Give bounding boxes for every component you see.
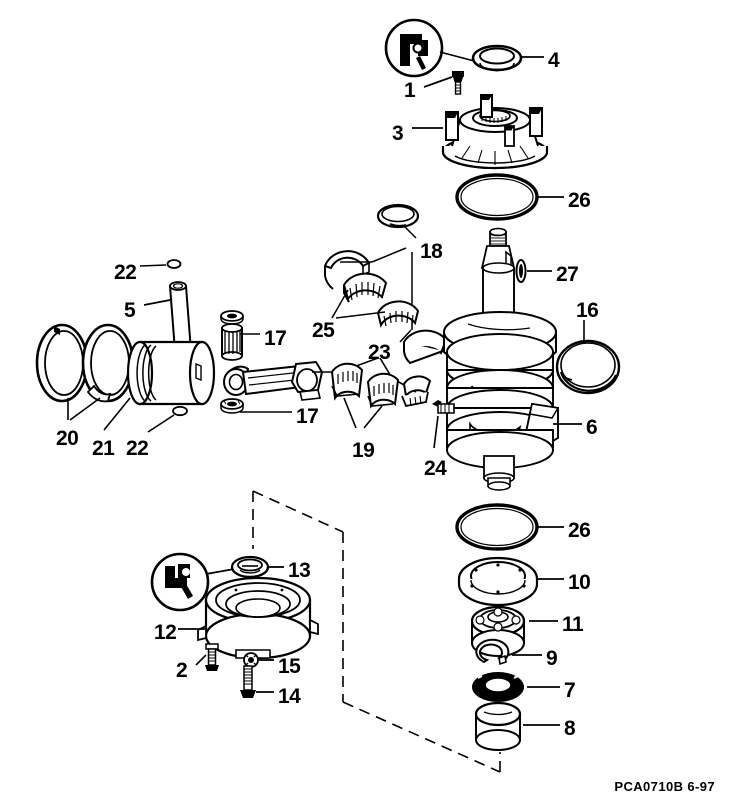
callout-6: 6 xyxy=(586,416,598,439)
leader-18a xyxy=(403,225,417,239)
tool-callout-lower xyxy=(150,552,241,612)
callout-26-upper: 26 xyxy=(568,189,591,212)
callout-8: 8 xyxy=(564,717,576,740)
callout-3: 3 xyxy=(392,122,404,145)
callout-25: 25 xyxy=(312,319,335,342)
callout-11: 11 xyxy=(562,613,584,636)
callout-12: 12 xyxy=(154,621,177,644)
part-15-lock-washer xyxy=(243,652,259,668)
part-17-upper-needle-bearing xyxy=(220,310,244,361)
part-20-piston-rings xyxy=(35,323,135,403)
callout-5: 5 xyxy=(124,299,136,322)
callout-26-lower: 26 xyxy=(568,519,591,542)
part-23-connecting-rod xyxy=(223,360,324,401)
part-22-upper-clip xyxy=(166,259,182,269)
callout-7: 7 xyxy=(564,679,576,702)
callout-13: 13 xyxy=(288,559,311,582)
callout-10: 10 xyxy=(568,571,591,594)
part-18-retaining-ring xyxy=(376,203,420,229)
leader-18c xyxy=(399,329,412,343)
leader-22-lower xyxy=(147,414,175,433)
part-25-bearing-halves xyxy=(323,250,448,365)
leader-21 xyxy=(103,397,131,431)
callout-4: 4 xyxy=(548,49,560,72)
leader-2 xyxy=(195,654,207,666)
leader-22-upper xyxy=(139,264,167,267)
callout-16: 16 xyxy=(576,299,599,322)
tool-callout-upper xyxy=(384,18,479,78)
part-14-long-bolt xyxy=(240,665,256,698)
callout-19: 19 xyxy=(352,439,375,462)
callout-1: 1 xyxy=(404,79,416,102)
part-17-lower-nut xyxy=(220,398,244,414)
callout-22-upper: 22 xyxy=(114,261,137,284)
part-1-screw xyxy=(452,71,464,95)
leader-20b xyxy=(69,397,101,421)
leader-25d xyxy=(371,247,407,263)
part-22-lower-clip xyxy=(172,405,188,417)
part-24-screw xyxy=(432,400,455,414)
diagram-footer-code: PCA0710B 6-97 xyxy=(614,779,715,794)
callout-21: 21 xyxy=(92,437,115,460)
part-26-upper-o-ring xyxy=(455,173,539,221)
part-3-bearing-housing xyxy=(441,94,549,170)
leader-25b xyxy=(335,311,386,319)
assembly-guide-dashed xyxy=(252,490,501,773)
callout-20: 20 xyxy=(56,427,79,450)
callout-18: 18 xyxy=(420,240,443,263)
leader-19b xyxy=(363,405,383,429)
leader-19a xyxy=(343,397,357,429)
callout-17-lower: 17 xyxy=(296,405,319,428)
part-26-lower-o-ring xyxy=(455,503,539,551)
callout-27: 27 xyxy=(556,263,579,286)
leader-25a xyxy=(331,289,349,319)
part-13-seal-ring xyxy=(230,555,270,579)
part-16-piston-ring xyxy=(555,339,621,395)
leader-5 xyxy=(143,299,171,306)
callout-9: 9 xyxy=(546,647,558,670)
callout-23: 23 xyxy=(368,341,391,364)
part-21-piston xyxy=(126,340,216,406)
part-4-seal-ring xyxy=(471,44,523,72)
callout-2: 2 xyxy=(176,659,188,682)
part-9-snap-ring xyxy=(475,638,510,666)
part-19-bearing-cages xyxy=(330,362,432,409)
part-8-end-cap xyxy=(474,701,522,751)
part-10-retainer-plate xyxy=(457,556,539,607)
leader-1 xyxy=(423,76,453,88)
callout-22-lower: 22 xyxy=(126,437,149,460)
part-6-crankshaft xyxy=(443,227,560,491)
part-2-screw xyxy=(205,643,219,671)
callout-15: 15 xyxy=(278,655,301,678)
callout-14: 14 xyxy=(278,685,301,708)
callout-24: 24 xyxy=(424,457,447,480)
part-7-oil-seal xyxy=(472,672,524,702)
leader-24 xyxy=(433,415,439,449)
part-27-thrust-washer xyxy=(515,259,527,283)
part-12-crankcase-head xyxy=(197,576,319,660)
callout-17-upper: 17 xyxy=(264,327,287,350)
part-11-ball-bearing xyxy=(470,605,526,657)
